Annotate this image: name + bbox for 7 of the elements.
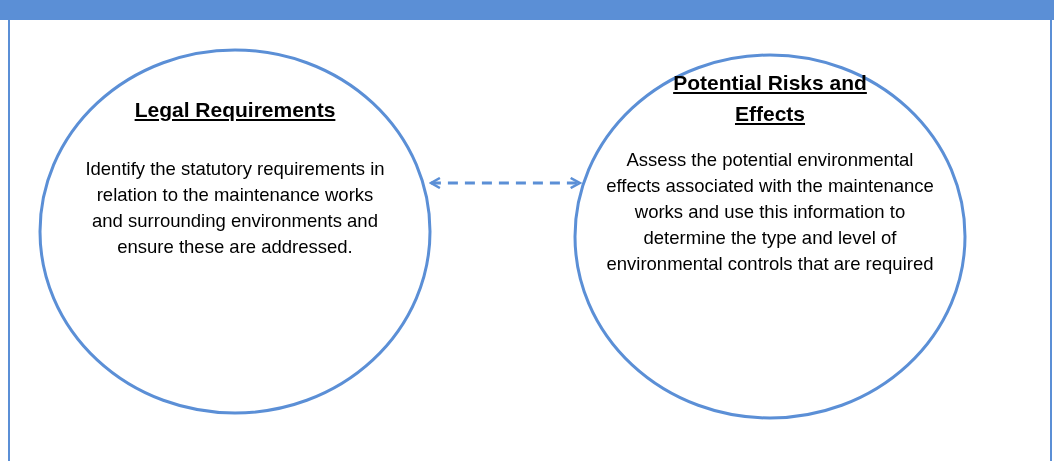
description-text: Assess the potential environmental effects associated with the maintenance works and use this information to determine the type and level of environmental controls that are required bbox=[605, 148, 935, 276]
heading: Potential Risks and Effects bbox=[672, 70, 868, 127]
heading: Legal Requirements bbox=[133, 97, 337, 123]
description-text: Identify the statutory requirements in relation to the maintenance works and surrounding environments and ensure these are addressed. bbox=[84, 157, 386, 259]
dashed-arrow bbox=[429, 176, 581, 190]
circle-node bbox=[40, 50, 430, 413]
circle-node bbox=[575, 55, 965, 418]
